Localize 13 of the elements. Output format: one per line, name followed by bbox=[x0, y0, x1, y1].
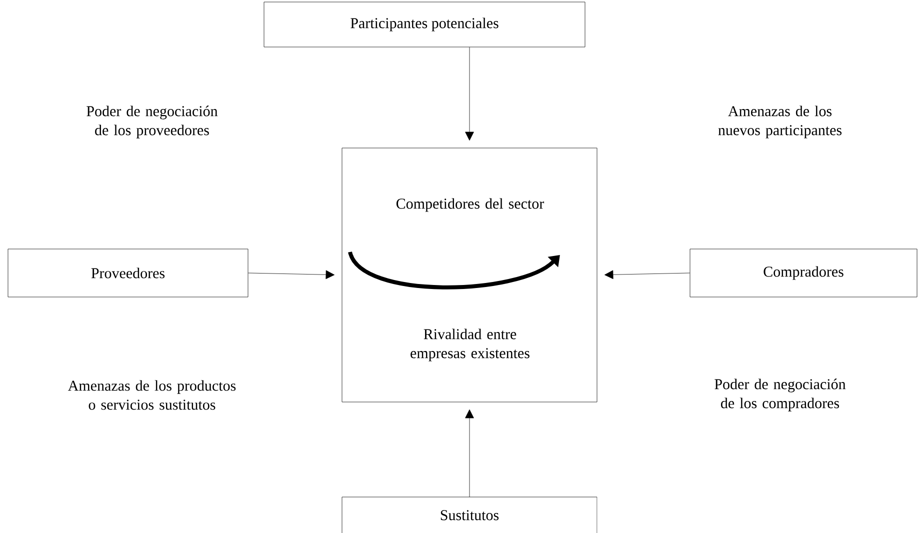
note-text: Poder de negociación de los compradores bbox=[714, 378, 846, 412]
box: Proveedores bbox=[8, 248, 248, 298]
note-text: Amenazas de los productos o servicios sustitutos bbox=[68, 380, 236, 410]
box: Sustitutos bbox=[342, 496, 598, 533]
arrow bbox=[465, 47, 474, 141]
box: Participantes potenciales bbox=[264, 2, 586, 48]
arrow bbox=[604, 270, 690, 280]
arrow bbox=[465, 409, 474, 498]
note-text: Amenazas de los nuevos participantes bbox=[718, 106, 842, 138]
competitors-box: Competidores del sector Rivalidad entre empresas existentes bbox=[342, 148, 598, 402]
box: Compradores bbox=[690, 248, 918, 298]
arrow bbox=[248, 270, 335, 280]
note-text: Poder de negociación de los proveedores bbox=[86, 106, 218, 138]
